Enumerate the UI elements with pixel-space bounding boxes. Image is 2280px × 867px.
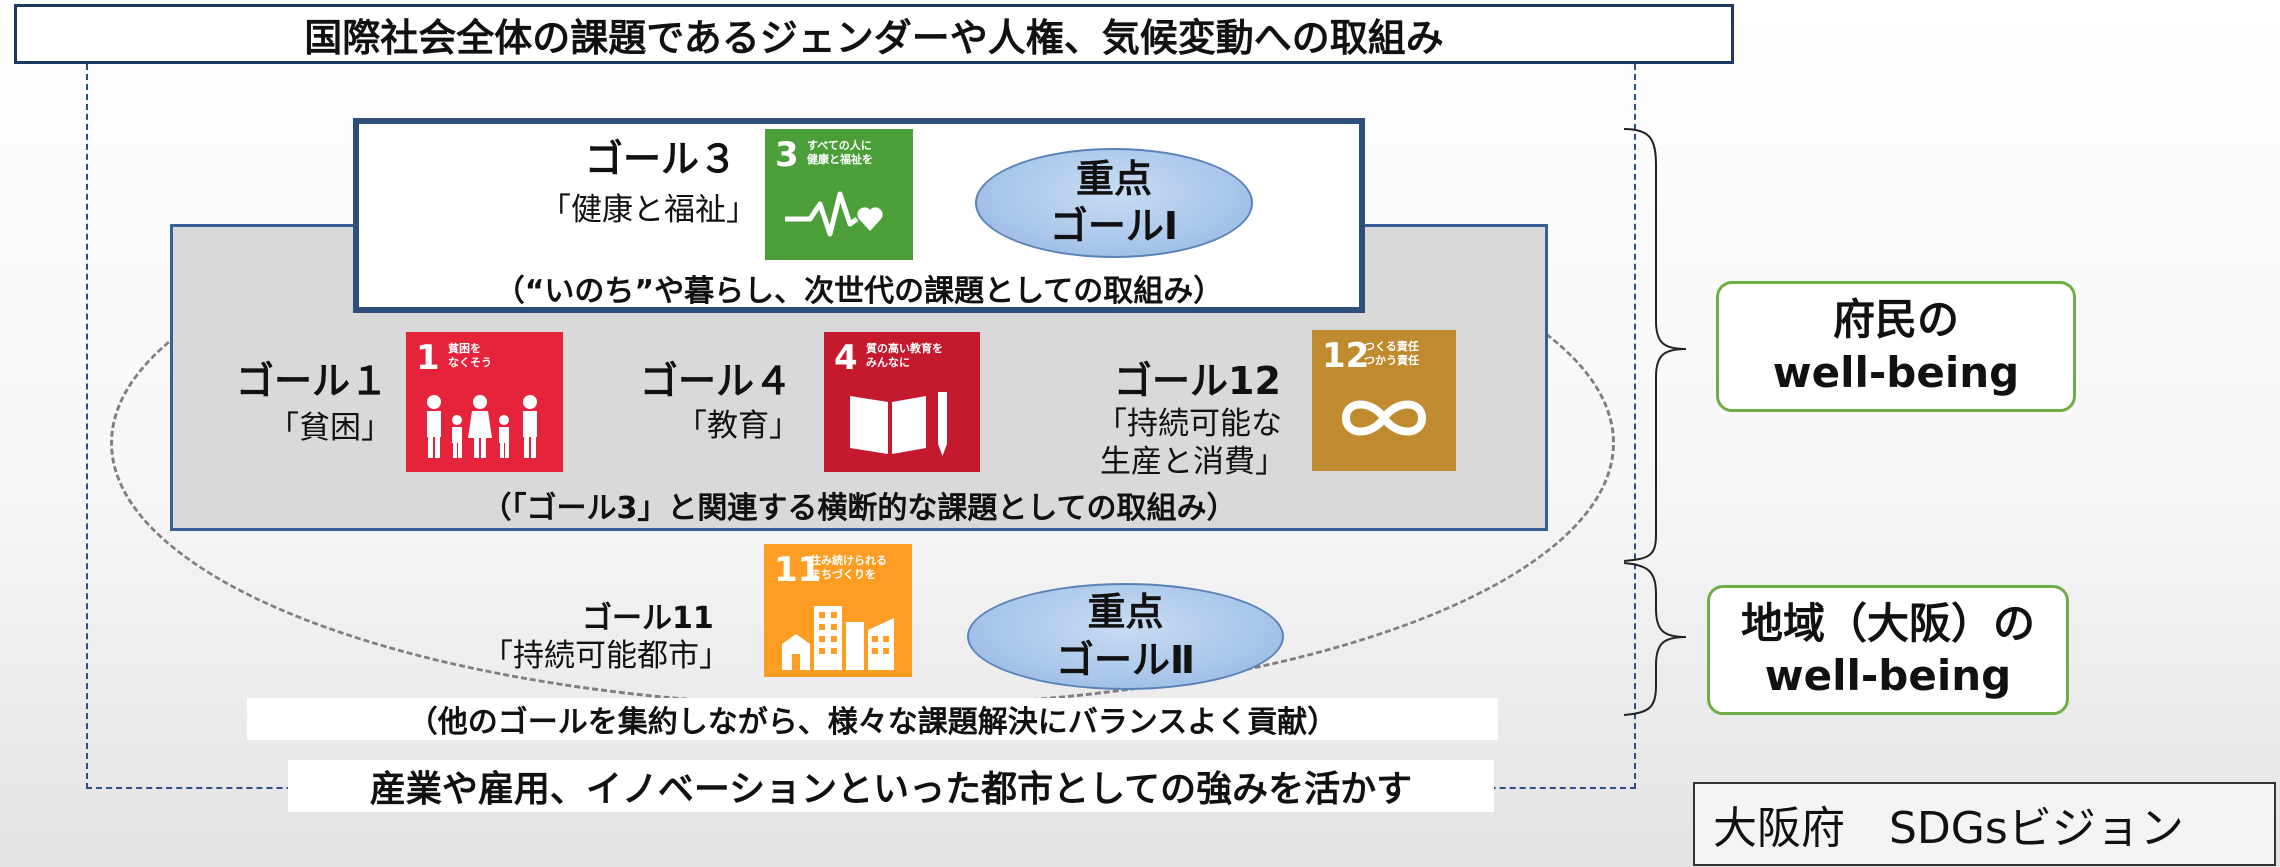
vision-label-box: 大阪府 SDGsビジョン	[1693, 782, 2276, 866]
citizens-wellbeing-box: 府民の well-being	[1716, 281, 2076, 412]
goal3-caption: （“いのち”や暮らし、次世代の課題としての取組み）	[494, 274, 1224, 309]
goal3-subtitle: 「健康と福祉」	[540, 192, 757, 228]
sdg1-tile: 1 貧困を なくそう	[406, 332, 563, 472]
sdg11-tile: 11 住み続けられる まちづくりを	[764, 544, 912, 677]
sdg11-label: 住み続けられる まちづくりを	[810, 554, 887, 581]
focus-goal-2-badge: 重点 ゴールⅡ	[967, 583, 1284, 690]
goal11-heading: ゴール11	[582, 601, 714, 636]
city-buildings-icon	[782, 606, 894, 670]
focus-goal-2-line2: ゴールⅡ	[1055, 637, 1196, 682]
focus-goal-1-badge: 重点 ゴールⅠ	[975, 148, 1253, 258]
vision-label: 大阪府 SDGsビジョン	[1713, 803, 2184, 854]
family-icon	[427, 395, 537, 458]
goal4-subtitle: 「教育」	[676, 408, 800, 444]
book-pencil-icon	[850, 392, 947, 456]
sdg4-label: 質の高い教育を みんなに	[866, 342, 943, 369]
bottom-caption-strip: 産業や雇用、イノベーションといった都市としての強みを活かす	[288, 760, 1494, 812]
sdg12-number: 12	[1322, 336, 1370, 376]
region-wellbeing-box: 地域（大阪）の well-being	[1707, 585, 2069, 715]
sdg12-tile: 12 つくる責任 つかう責任	[1312, 330, 1456, 471]
goal11-caption: （他のゴールを集約しながら、様々な課題解決にバランスよく貢献）	[407, 705, 1338, 740]
region-wellbeing-line1: 地域（大阪）の	[1740, 598, 2035, 648]
goal11-caption-strip: （他のゴールを集約しながら、様々な課題解決にバランスよく貢献）	[247, 698, 1498, 740]
goal4-heading: ゴール４	[640, 359, 793, 403]
goal11-subtitle: 「持続可能都市」	[482, 638, 730, 674]
citizens-wellbeing-line1: 府民の	[1832, 295, 1959, 344]
goal1-subtitle: 「貧困」	[268, 410, 392, 446]
page-title-text: 国際社会全体の課題であるジェンダーや人権、気候変動への取組み	[304, 15, 1444, 60]
sdg3-tile: 3 すべての人に 健康と福祉を	[765, 129, 913, 260]
goal12-subtitle-line2: 生産と消費」	[1100, 444, 1286, 480]
cross-cutting-caption: （「ゴール3」と関連する横断的な課題としての取組み）	[481, 491, 1237, 526]
goal3-heading: ゴール３	[585, 137, 738, 181]
sdg3-label: すべての人に 健康と福祉を	[807, 139, 873, 166]
page-title: 国際社会全体の課題であるジェンダーや人権、気候変動への取組み	[14, 4, 1734, 64]
focus-goal-2-line1: 重点	[1087, 590, 1164, 634]
focus-goal-1-line1: 重点	[1075, 156, 1152, 201]
citizens-wellbeing-line2: well-being	[1772, 347, 2020, 397]
goal12-heading: ゴール12	[1114, 359, 1281, 403]
sdg11-number: 11	[774, 550, 822, 590]
infinity-icon	[1341, 400, 1427, 436]
sdg3-number: 3	[775, 135, 799, 175]
sdg4-tile: 4 質の高い教育を みんなに	[824, 332, 980, 472]
sdg12-label: つくる責任 つかう責任	[1364, 340, 1419, 367]
sdg1-label: 貧困を なくそう	[448, 342, 492, 369]
focus-goal-1-line2: ゴールⅠ	[1049, 204, 1179, 248]
goal1-heading: ゴール１	[236, 359, 389, 403]
bottom-caption: 産業や雇用、イノベーションといった都市としての強みを活かす	[369, 769, 1413, 810]
sdg1-number: 1	[416, 338, 440, 378]
region-wellbeing-line2: well-being	[1764, 651, 2012, 700]
goal12-subtitle-line1: 「持続可能な	[1096, 406, 1282, 442]
brace-graphic	[1623, 128, 1687, 716]
heartbeat-icon	[785, 191, 883, 237]
sdg4-number: 4	[834, 338, 858, 378]
